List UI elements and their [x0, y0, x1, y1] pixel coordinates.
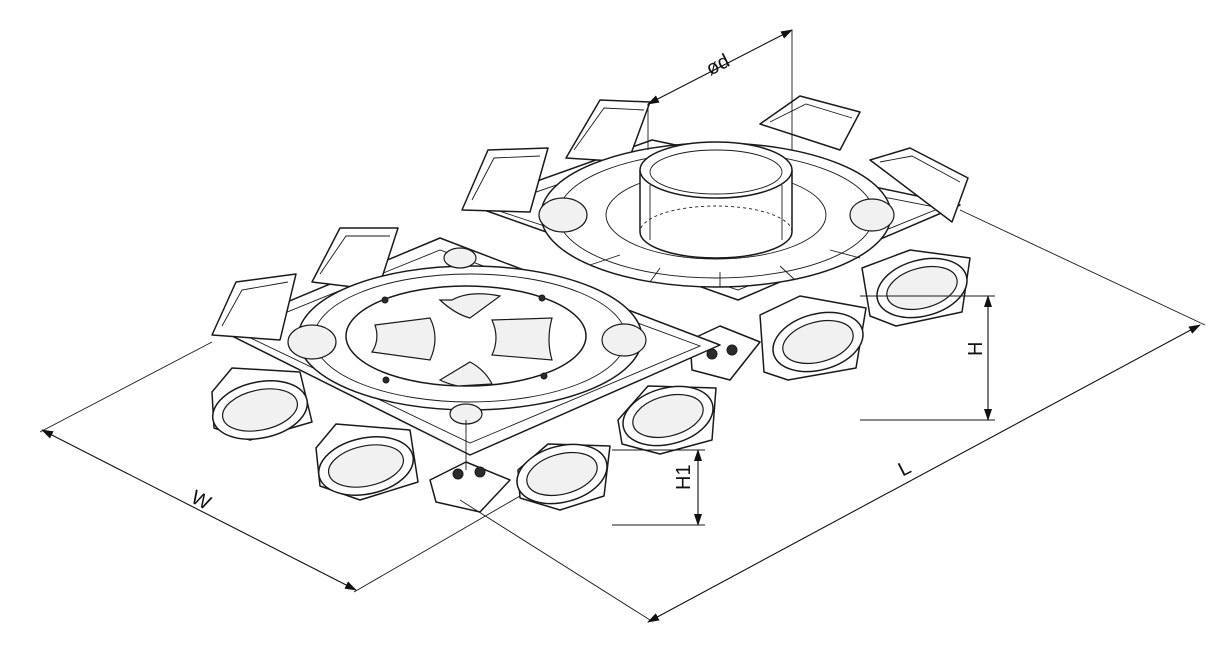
- dim-od-line: [647, 29, 793, 105]
- dim-od-label: ød: [703, 50, 734, 80]
- dimension-lines: [39, 29, 1206, 623]
- dim-l-line: [647, 324, 1201, 623]
- dim-w-line: [41, 429, 357, 591]
- dim-w-label: W: [187, 487, 214, 515]
- dim-l-label: L: [895, 457, 915, 482]
- dim-h-label: H: [965, 342, 987, 356]
- dim-h1-label: H1: [673, 464, 695, 490]
- round-collar: [639, 141, 793, 259]
- cover-vanes: [370, 293, 553, 387]
